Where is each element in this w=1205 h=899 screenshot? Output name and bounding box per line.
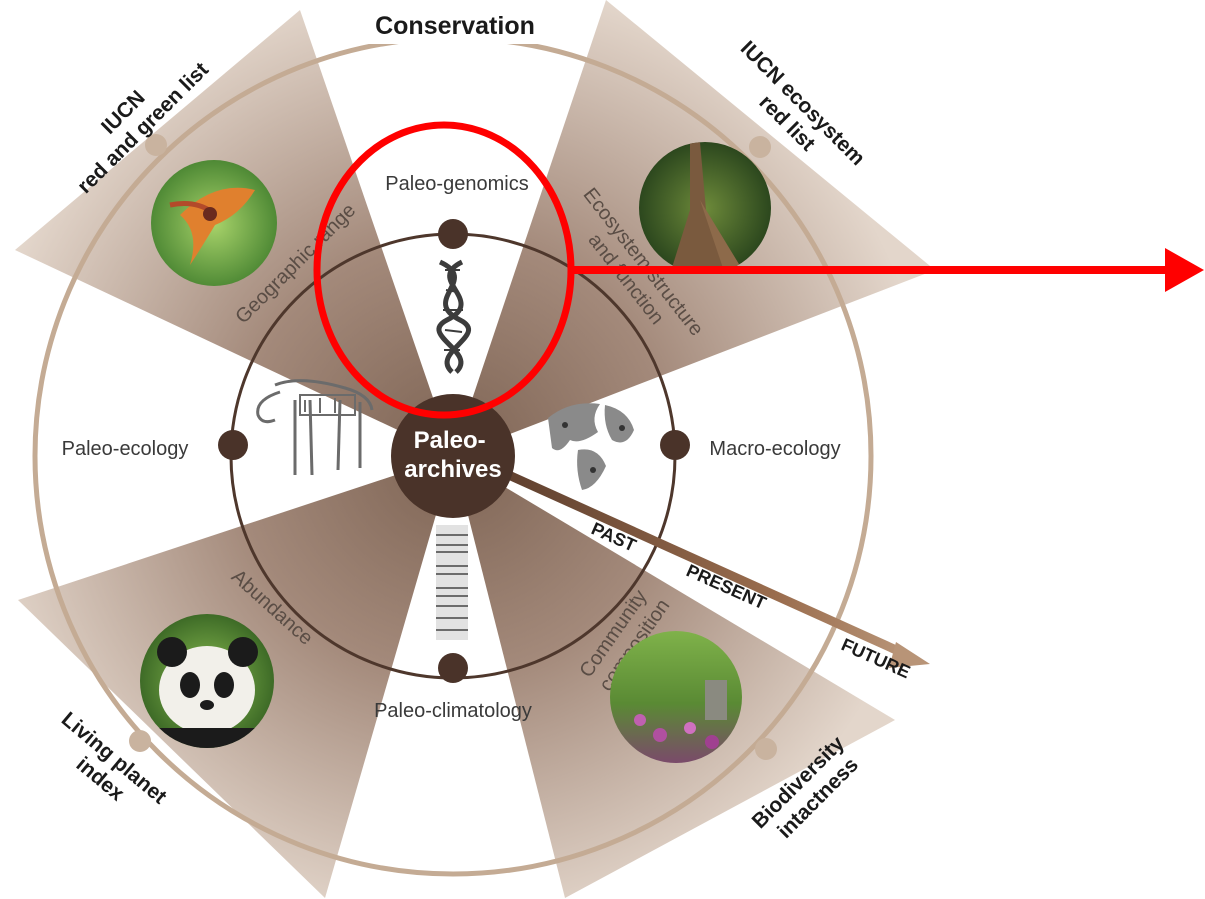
archive-dot-paleo-genomics <box>438 219 468 249</box>
indicator-dot-living-planet <box>129 730 151 752</box>
archive-dot-paleo-ecology <box>218 430 248 460</box>
indicator-dot-biodiversity <box>755 738 777 760</box>
ice-core-icon <box>436 525 468 640</box>
indicator-dot-iucn-ecosystem <box>749 136 771 158</box>
forest-photo <box>639 142 771 274</box>
label-paleo-ecology: Paleo-ecology <box>62 438 189 460</box>
archive-dot-macro-ecology <box>660 430 690 460</box>
label-paleo-genomics: Paleo-genomics <box>385 173 528 195</box>
conservation-title: Conservation <box>375 12 535 40</box>
label-paleo-climatology: Paleo-climatology <box>374 700 532 722</box>
meadow-photo <box>610 631 742 763</box>
dna-icon <box>439 262 469 372</box>
archive-dot-paleo-climatology <box>438 653 468 683</box>
label-macro-ecology: Macro-ecology <box>709 438 840 460</box>
mammoth-skeleton-icon <box>258 381 372 475</box>
globe-icon <box>548 403 634 490</box>
